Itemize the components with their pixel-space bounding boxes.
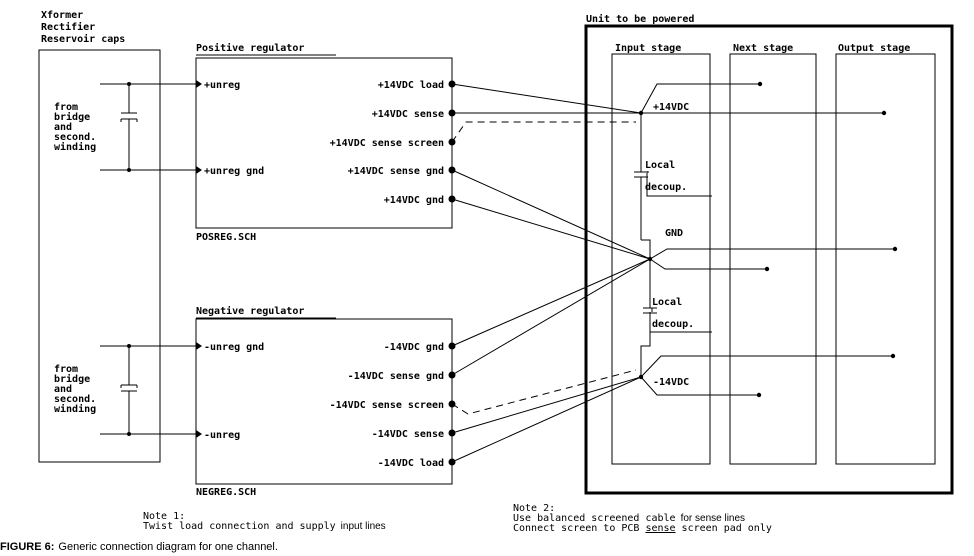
second-label-2: second. bbox=[54, 394, 96, 405]
gnd-rail bbox=[649, 248, 895, 260]
second-label-1: second. bbox=[54, 132, 96, 143]
pos-input-unreg-gnd: +unreg gnd bbox=[204, 166, 264, 177]
terminal-dot bbox=[757, 81, 763, 87]
winding-label-1: winding bbox=[54, 141, 96, 153]
pin-marker bbox=[196, 166, 202, 174]
terminal-dot bbox=[892, 246, 898, 252]
reservoir-cap-2-plates bbox=[120, 384, 138, 392]
and-label-1: and bbox=[54, 122, 72, 133]
note1-title: Note 1: bbox=[143, 511, 185, 522]
note2-title: Note 2: bbox=[513, 503, 555, 514]
gnd-branch bbox=[649, 258, 767, 270]
gnd-label: GND bbox=[665, 228, 683, 239]
pin-marker bbox=[196, 80, 202, 88]
stage-label-next: Next stage bbox=[733, 43, 793, 54]
neg-out-sense-screen: -14VDC sense screen bbox=[330, 400, 444, 411]
pos-load-wire bbox=[451, 83, 642, 114]
pos-reg-footer: POSREG.SCH bbox=[196, 232, 256, 243]
bridge-label-2: bridge bbox=[54, 373, 90, 385]
pos-screen-cable bbox=[451, 121, 636, 143]
neg-rail-label: -14VDC bbox=[653, 377, 689, 388]
supply-box bbox=[38, 49, 161, 463]
terminal-dot bbox=[764, 266, 770, 272]
neg-out-sense-gnd: -14VDC sense gnd bbox=[348, 371, 444, 382]
local-label-1: Local bbox=[645, 160, 675, 171]
pos-gnd-wire bbox=[451, 198, 651, 260]
from-label-1: from bbox=[54, 102, 78, 113]
pos-out-sense: +14VDC sense bbox=[372, 109, 444, 120]
neg-reg-footer: NEGREG.SCH bbox=[196, 487, 256, 498]
neg-gnd-wire bbox=[451, 258, 651, 347]
pos-out-gnd: +14VDC gnd bbox=[384, 195, 444, 206]
pos-rail-label: +14VDC bbox=[653, 102, 689, 113]
interconnect-wiring bbox=[451, 83, 651, 463]
neg-rail-up bbox=[640, 355, 893, 378]
decoup-label-2: decoup. bbox=[652, 319, 694, 330]
pos-sense-gnd-wire bbox=[451, 169, 651, 260]
positive-regulator: Positive regulator POSREG.SCH +unreg +un… bbox=[195, 42, 456, 243]
neg-out-load: -14VDC load bbox=[378, 458, 444, 469]
supply-block: Xformer Rectifier Reservoir caps from br… bbox=[38, 10, 200, 463]
negative-regulator: Negative regulator NEGREG.SCH -unreg gnd… bbox=[195, 305, 456, 498]
next-stage-box bbox=[729, 53, 817, 465]
pos-out-load: +14VDC load bbox=[378, 80, 444, 91]
supply-junction bbox=[127, 168, 131, 172]
input-stage-box bbox=[611, 53, 711, 465]
neg-load-wire bbox=[451, 376, 642, 463]
pos-out-sense-screen: +14VDC sense screen bbox=[330, 138, 444, 149]
stage-label-output: Output stage bbox=[838, 43, 910, 54]
from-label-2: from bbox=[54, 364, 78, 375]
terminal-dot bbox=[890, 353, 896, 359]
neg-out-gnd: -14VDC gnd bbox=[384, 342, 444, 353]
unit-box bbox=[584, 24, 954, 495]
pos-reg-title: Positive regulator bbox=[196, 42, 304, 54]
supply-label-reservoir-caps: Reservoir caps bbox=[41, 33, 125, 45]
neg-input-unreg: -unreg bbox=[204, 430, 240, 441]
supply-junction bbox=[127, 82, 131, 86]
pin-marker bbox=[196, 342, 202, 350]
neg-screen-cable bbox=[451, 369, 637, 415]
supply-label-rectifier: Rectifier bbox=[41, 21, 95, 33]
reservoir-cap-1-plates bbox=[120, 112, 138, 122]
supply-label-xformer: Xformer bbox=[41, 10, 83, 21]
pin-marker bbox=[196, 430, 202, 438]
output-stage-box bbox=[835, 53, 936, 465]
decoup-label-1: decoup. bbox=[645, 182, 687, 193]
neg-rail-down bbox=[640, 376, 759, 396]
unit-to-be-powered: Unit to be powered Input stage Next stag… bbox=[584, 13, 954, 495]
stage-label-input: Input stage bbox=[615, 43, 681, 54]
neg-sense-gnd-wire bbox=[451, 258, 651, 376]
pos-decoup-line bbox=[634, 113, 648, 240]
unit-title: Unit to be powered bbox=[586, 13, 694, 25]
neg-sense-wire bbox=[451, 376, 642, 434]
neg-reg-title: Negative regulator bbox=[196, 305, 304, 317]
local-label-2: Local bbox=[652, 297, 682, 308]
pos-out-sense-gnd: +14VDC sense gnd bbox=[348, 166, 444, 177]
gnd-stem bbox=[641, 239, 651, 259]
supply-junction bbox=[127, 344, 131, 348]
supply-junction bbox=[127, 432, 131, 436]
neg-decoup-line bbox=[640, 259, 657, 377]
and-label-2: and bbox=[54, 384, 72, 395]
pos-input-unreg: +unreg bbox=[204, 80, 240, 91]
figure-caption: FIGURE 6:Generic connection diagram for … bbox=[0, 541, 278, 553]
note-1: Note 1: Twist load connection and supply… bbox=[143, 511, 386, 532]
terminal-dot bbox=[756, 392, 762, 398]
pos-rail-branch bbox=[640, 83, 760, 114]
terminal-dot bbox=[881, 110, 887, 116]
neg-input-unreg-gnd: -unreg gnd bbox=[204, 342, 264, 353]
bridge-label-1: bridge bbox=[54, 111, 90, 123]
winding-label-2: winding bbox=[54, 403, 96, 415]
neg-out-sense: -14VDC sense bbox=[372, 429, 444, 440]
